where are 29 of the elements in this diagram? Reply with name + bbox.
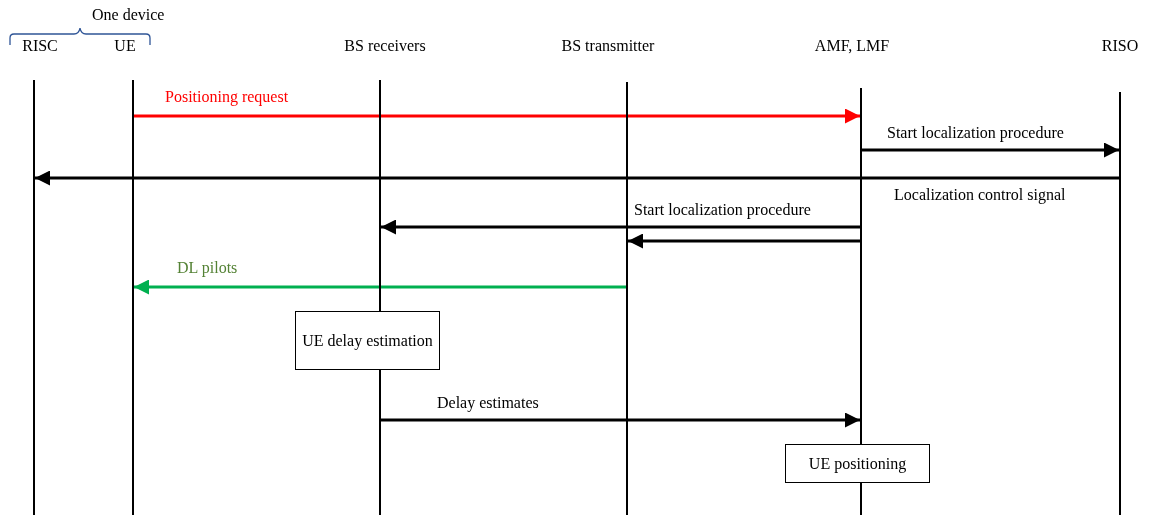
- arrow: [134, 279, 626, 295]
- arrow: [381, 412, 860, 428]
- box-text: UE delay estimation: [302, 330, 433, 351]
- arrow: [628, 233, 860, 249]
- arrow: [134, 108, 860, 124]
- lifeline-header: UE: [114, 37, 136, 55]
- process-box: [295, 311, 440, 370]
- lifeline-header: RISO: [1101, 37, 1139, 55]
- group-label: One device: [92, 6, 165, 24]
- process-box: [785, 444, 930, 483]
- lifeline-header: AMF, LMF: [814, 37, 890, 55]
- edge-label: DL pilots: [175, 259, 240, 277]
- lifeline: [132, 80, 134, 515]
- edge-label: Start localization procedure: [885, 124, 1066, 142]
- edge-label: Start localization procedure: [632, 201, 813, 219]
- arrow: [862, 142, 1119, 158]
- arrow: [35, 170, 1119, 186]
- edge-label: Positioning request: [163, 88, 291, 106]
- lifeline-header: BS receivers: [344, 37, 426, 55]
- arrow: [381, 219, 860, 235]
- lifeline-header: BS transmitter: [561, 37, 655, 55]
- lifeline-header: RISC: [22, 37, 58, 55]
- lifeline: [860, 88, 862, 515]
- lifeline: [626, 82, 628, 515]
- lifeline: [1119, 92, 1121, 515]
- lifeline: [33, 80, 35, 515]
- box-text: UE positioning: [808, 453, 907, 474]
- edge-label: Delay estimates: [435, 394, 541, 412]
- edge-label: Localization control signal: [892, 186, 1068, 204]
